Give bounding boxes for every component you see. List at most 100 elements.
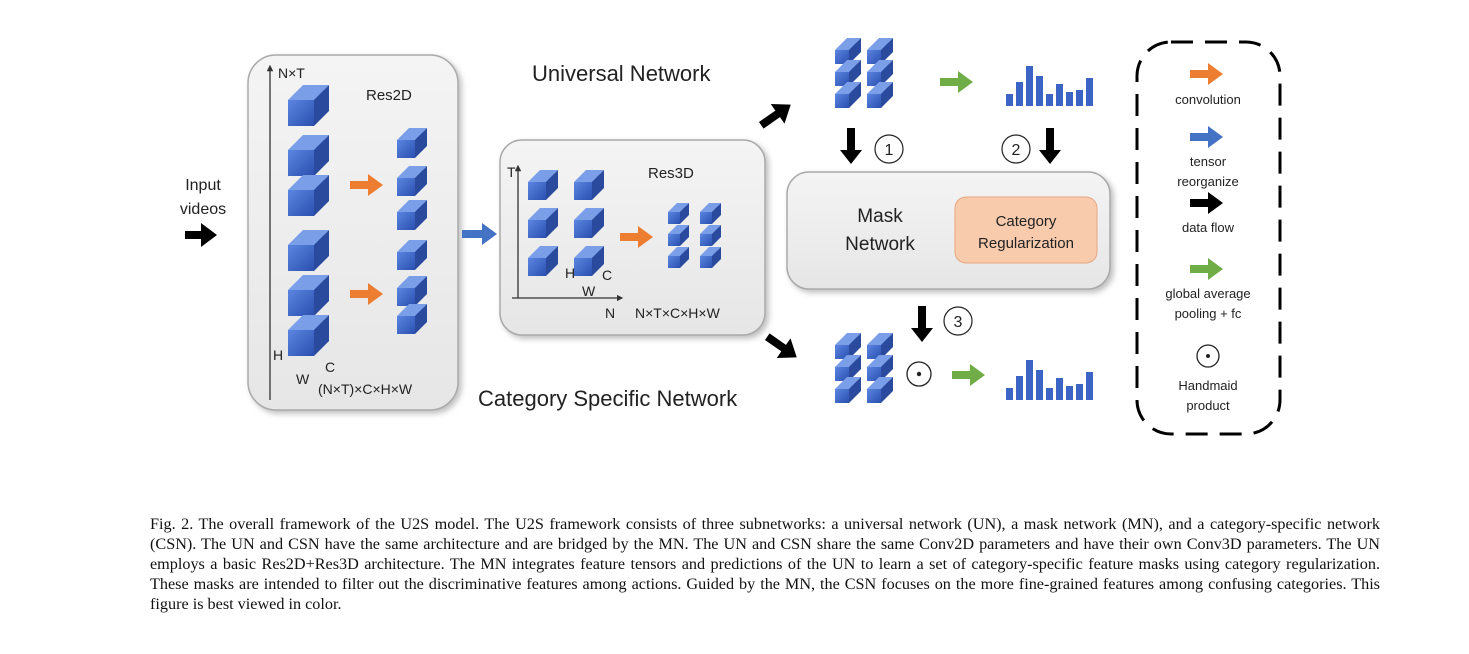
step-3-number: 3 [954,314,963,331]
res2d-title: Res2D [366,87,412,104]
res3d-block: T N Res3D H C W N×T×C×H×W [499,139,766,336]
feature-cube [397,208,419,230]
universal-network-prediction [1006,66,1093,106]
feature-cube [288,95,319,126]
convolution-arrow [620,226,653,248]
prediction-bar [1006,94,1013,106]
feature-cube [528,254,550,276]
feature-cube [835,68,853,86]
legend-tensor-label-2: reorganize [1177,174,1238,189]
res3d-c-label: C [602,267,612,283]
prediction-bar [1016,82,1023,106]
res2d-frame-cubes [288,85,427,356]
legend-product-label: Handmaid [1178,378,1237,393]
feature-cube [835,363,853,381]
res3d-h-label: H [565,265,575,281]
res3d-input-cubes [528,170,604,276]
prediction-bar [1036,76,1043,106]
feature-cube [288,185,319,216]
legend-product-dot [1206,354,1210,358]
res2d-w-label: W [296,371,310,387]
feature-cube [835,385,853,403]
feature-cube [288,285,319,316]
res3d-output-cubes [668,203,721,268]
feature-cube [835,341,853,359]
step-1-number: 1 [885,142,894,159]
prediction-bar [1046,94,1053,106]
category-regularization-label-2: Regularization [978,235,1074,252]
legend-tensor-arrow [1190,126,1223,148]
mask-network-label: Mask [857,206,903,227]
feature-cube [397,248,419,270]
prediction-bar [1006,388,1013,400]
prediction-bar [1036,370,1043,400]
legend-gap-arrow [1190,258,1223,280]
data-flow-arrow-3 [911,306,933,342]
res3d-shape-label: N×T×C×H×W [635,305,721,321]
legend-data-flow-label: data flow [1182,220,1235,235]
data-flow-arrow-down [764,333,797,358]
feature-cube [700,253,715,268]
res2d-c-label: C [325,359,335,375]
feature-cube [574,254,596,276]
legend: convolution tensor reorganize data flow … [1135,40,1282,436]
step-1-marker [874,134,904,164]
prediction-bar [1066,386,1073,400]
res3d-axis-t: T [507,164,516,180]
prediction-bar [1086,372,1093,400]
feature-cube [528,178,550,200]
category-specific-features [835,333,893,403]
prediction-bar [1056,84,1063,106]
step-3-marker [943,306,973,336]
data-flow-arrow-1 [840,128,862,164]
legend-tensor-label: tensor [1190,154,1227,169]
res2d-shape-label: (N×T)×C×H×W [318,381,413,397]
legend-data-flow-arrow [1190,192,1223,214]
feature-cube [668,253,683,268]
mask-network-block: Mask Network Category Regularization [786,171,1111,290]
legend-product-label-2: product [1186,398,1230,413]
legend-gap-label: global average [1165,286,1250,301]
gap-fc-arrow [952,364,985,386]
feature-cube [867,385,885,403]
res2d-block: N×T Res2D H C W (N×T)×C×H×W [247,54,459,411]
res3d-title: Res3D [648,165,694,182]
feature-cube [574,178,596,200]
feature-cube [867,341,885,359]
feature-cube [528,216,550,238]
feature-cube [397,174,419,196]
category-specific-prediction [1006,360,1093,400]
data-flow-arrow-2 [1039,128,1061,164]
prediction-bar [1066,92,1073,106]
legend-convolution-arrow [1190,63,1223,85]
feature-cube [700,209,715,224]
category-regularization-label: Category [996,213,1057,230]
prediction-bar [1056,378,1063,400]
step-2-marker [1001,134,1031,164]
input-label-2: videos [180,201,226,218]
input-label: Input [185,177,221,194]
feature-cube [288,325,319,356]
feature-cube [867,46,885,64]
data-flow-arrow-up [758,104,791,129]
legend-convolution-label: convolution [1175,92,1241,107]
feature-cube [288,240,319,271]
feature-cube [867,363,885,381]
feature-cube [835,46,853,64]
feature-cube [835,90,853,108]
res3d-axis-n: N [605,305,615,321]
input-arrow [185,223,217,247]
feature-cube [574,216,596,238]
feature-cube [867,68,885,86]
feature-cube [700,231,715,246]
handmaid-product-dot [916,371,922,377]
category-specific-network-label: Category Specific Network [478,386,738,411]
universal-network-label: Universal Network [532,61,711,86]
feature-cube [668,209,683,224]
prediction-bar [1046,388,1053,400]
feature-cube [397,136,419,158]
universal-network-features [835,38,893,108]
prediction-bar [1076,90,1083,106]
prediction-bar [1016,376,1023,400]
figure-caption: Fig. 2. The overall framework of the U2S… [150,515,1380,614]
